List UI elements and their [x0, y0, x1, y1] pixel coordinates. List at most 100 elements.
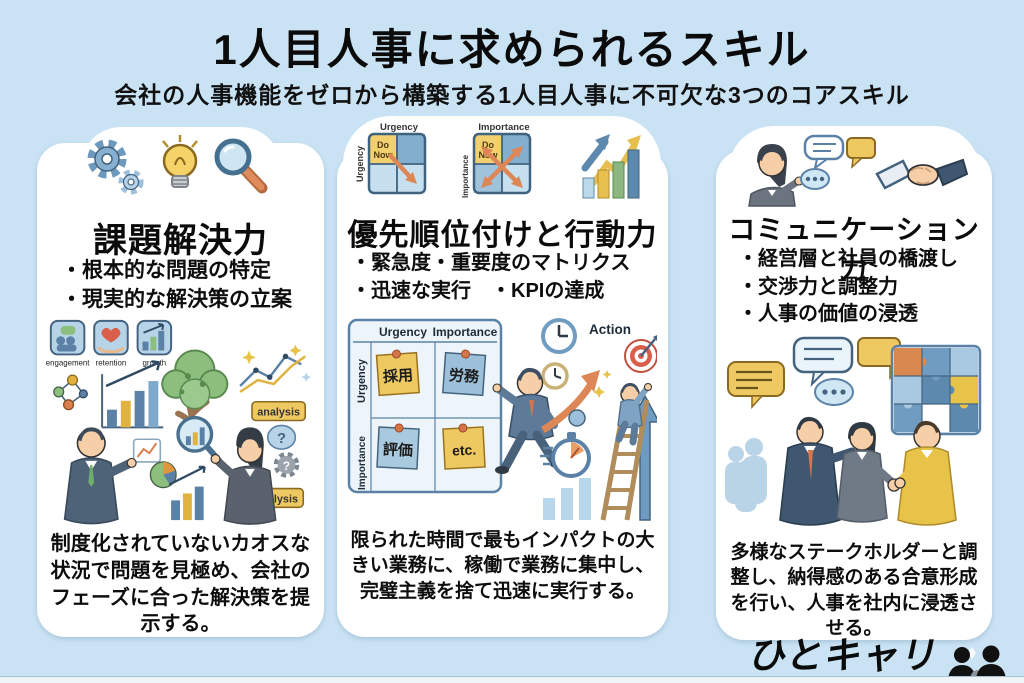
card-prioritization: Urgency Urgency Do Now Importance [337, 116, 668, 637]
magnifying-glass-icon [214, 138, 268, 194]
engagement-icon [49, 319, 86, 356]
communication-scene [725, 336, 982, 526]
svg-text:?: ? [277, 431, 286, 447]
card3-bullet-3: ・人事の価値の浸透 [738, 303, 918, 326]
importance-matrix-icon: Importance Importance Do Now [461, 122, 532, 198]
svg-text:etc.: etc. [452, 441, 477, 458]
two-people-icon [948, 645, 1006, 679]
brand-logo: ひとキャリ [746, 625, 1006, 679]
communication-icons [748, 134, 969, 207]
page-subtitle: 会社の人事機能をゼロから構築する1人目人事に不可欠な3つのコアスキル [114, 82, 910, 108]
clock-icon-1 [541, 318, 577, 354]
pie-chart [149, 461, 177, 489]
svg-text:Urgency: Urgency [356, 358, 368, 403]
analysis-tag-1: analysis [251, 400, 307, 422]
upward-arrow [541, 370, 600, 433]
question-bubble-icon: ? [266, 424, 297, 450]
retention-icon [93, 319, 129, 356]
problem-analysis-scene: engagement retention growth [46, 319, 312, 525]
card2-bullet-2: ・迅速な実行 ・KPIの達成 [351, 279, 605, 302]
svg-text:評価: 評価 [382, 440, 413, 460]
svg-text:労務: 労務 [448, 366, 480, 386]
sparkle [593, 386, 605, 398]
sparkle [968, 647, 976, 659]
sweater-man-figure [893, 420, 957, 526]
lightbulb-icon [162, 135, 198, 188]
svg-text:Now: Now [374, 150, 394, 160]
svg-text:Urgency: Urgency [379, 325, 427, 339]
svg-text:Importance: Importance [357, 436, 368, 490]
magnifier-analysis-icon [176, 415, 223, 464]
hr-woman-figure [836, 422, 898, 523]
puzzle-board [890, 344, 982, 436]
card3-bullets: ・経営層と社員の橋渡し ・交渉力と調整力 ・人事の価値の浸透 [738, 246, 958, 329]
pendulum-ball [568, 409, 586, 427]
stopwatch-icon [540, 432, 591, 478]
bottom-strip [0, 676, 1024, 683]
svg-text:Urgency: Urgency [355, 146, 365, 182]
tree-illustration [161, 349, 229, 452]
priority-board: Urgency Importance Urgency Importance 採用 [347, 318, 503, 494]
card1-description: 制度化されていないカオスな状況で問題を見極め、会社のフェーズに合った解決策を提示… [50, 533, 311, 636]
card3-header-icons [739, 130, 969, 213]
line-chart-sparkles [239, 344, 312, 393]
card3-bullet-1: ・経営層と社員の橋渡し [738, 248, 958, 270]
card2-illustration: Urgency Importance Urgency Importance 採用 [347, 308, 661, 529]
card1-title: 課題解決力 [93, 222, 268, 260]
engagement-label: engagement [46, 358, 91, 367]
card1-header-icons [75, 129, 285, 214]
gears-icon [87, 139, 144, 195]
gears-lightbulb-magnifier-icons [87, 135, 268, 195]
card1-illustration: engagement retention growth [45, 315, 315, 532]
svg-text:Importance: Importance [433, 325, 498, 339]
background-bars [543, 478, 591, 520]
dots-speech-bubble [814, 378, 854, 406]
speech-bubbles-icon [800, 134, 876, 190]
speaker-woman-icon [748, 144, 804, 207]
svg-text:Do: Do [482, 140, 494, 150]
growth-bars-icon [581, 134, 641, 199]
executive-man-figure [779, 416, 857, 526]
page-title: 1人目人事に求められるスキル [213, 26, 811, 73]
card2-header-icons: Urgency Urgency Do Now Importance [347, 120, 657, 210]
prioritization-scene: Urgency Importance Urgency Importance 採用 [347, 318, 661, 521]
svg-text:?: ? [283, 459, 290, 473]
card-communication: コミュニケーション力 ・経営層と社員の橋渡し ・交渉力と調整力 ・人事の価値の浸… [716, 126, 992, 640]
handshake-hands [887, 477, 906, 492]
card1-bullets: ・根本的な問題の特定 ・現実的な解決策の立案 [61, 257, 292, 315]
matrix-and-growth-icons: Urgency Urgency Do Now Importance [355, 122, 641, 199]
card2-title: 優先順位付けと行動力 [347, 219, 658, 252]
climbing-person-figure [615, 383, 652, 446]
molecule-diagram [53, 374, 88, 411]
card3-title: コミュニケーション力 [728, 215, 980, 284]
svg-text:Do: Do [377, 140, 389, 150]
card2-bullets: ・緊急度・重要度のマトリクス ・迅速な実行 ・KPIの達成 [351, 250, 630, 305]
svg-text:Importance: Importance [478, 122, 529, 133]
card2-description: 限られた時間で最もインパクトの大きい業務に、稼働で業務に集中し、完璧主義を捨て迅… [350, 530, 655, 602]
card-problem-solving: 課題解決力 ・根本的な問題の特定 ・現実的な解決策の立案 engagement [37, 127, 324, 637]
businessman-figure [63, 427, 137, 525]
urgency-matrix-icon: Urgency Urgency Do Now [355, 122, 427, 195]
card3-bullet-2: ・交渉力と調整力 [738, 275, 898, 298]
clock-icon-2 [541, 362, 569, 390]
card2-bullet-1: ・緊急度・重要度のマトリクス [351, 252, 631, 274]
businesswoman-figure [210, 427, 277, 525]
svg-text:Urgency: Urgency [380, 122, 419, 133]
action-label: Action [589, 322, 631, 337]
handshake-icon [875, 158, 969, 190]
mini-line-panel [132, 438, 162, 463]
svg-text:採用: 採用 [382, 366, 413, 386]
svg-text:Importance: Importance [461, 154, 470, 198]
bar-chart-growth [101, 360, 164, 429]
silhouette-group [725, 438, 767, 512]
svg-text:analysis: analysis [257, 407, 300, 419]
sticky-note-recruiting: 採用 [375, 349, 421, 397]
card1-bullet-2: ・現実的な解決策の立案 [61, 287, 292, 311]
card3-description: 多様なステークホルダーと調整し、納得感のある合意形成を行い、人事を社内に浸透させ… [730, 542, 978, 640]
card1-bullet-1: ・根本的な問題の特定 [61, 259, 271, 282]
card3-illustration [722, 334, 986, 539]
brand-logo-text: ひとキャリ [746, 635, 944, 676]
bottom-bars-chart [168, 465, 206, 521]
retention-label: retention [96, 358, 127, 367]
